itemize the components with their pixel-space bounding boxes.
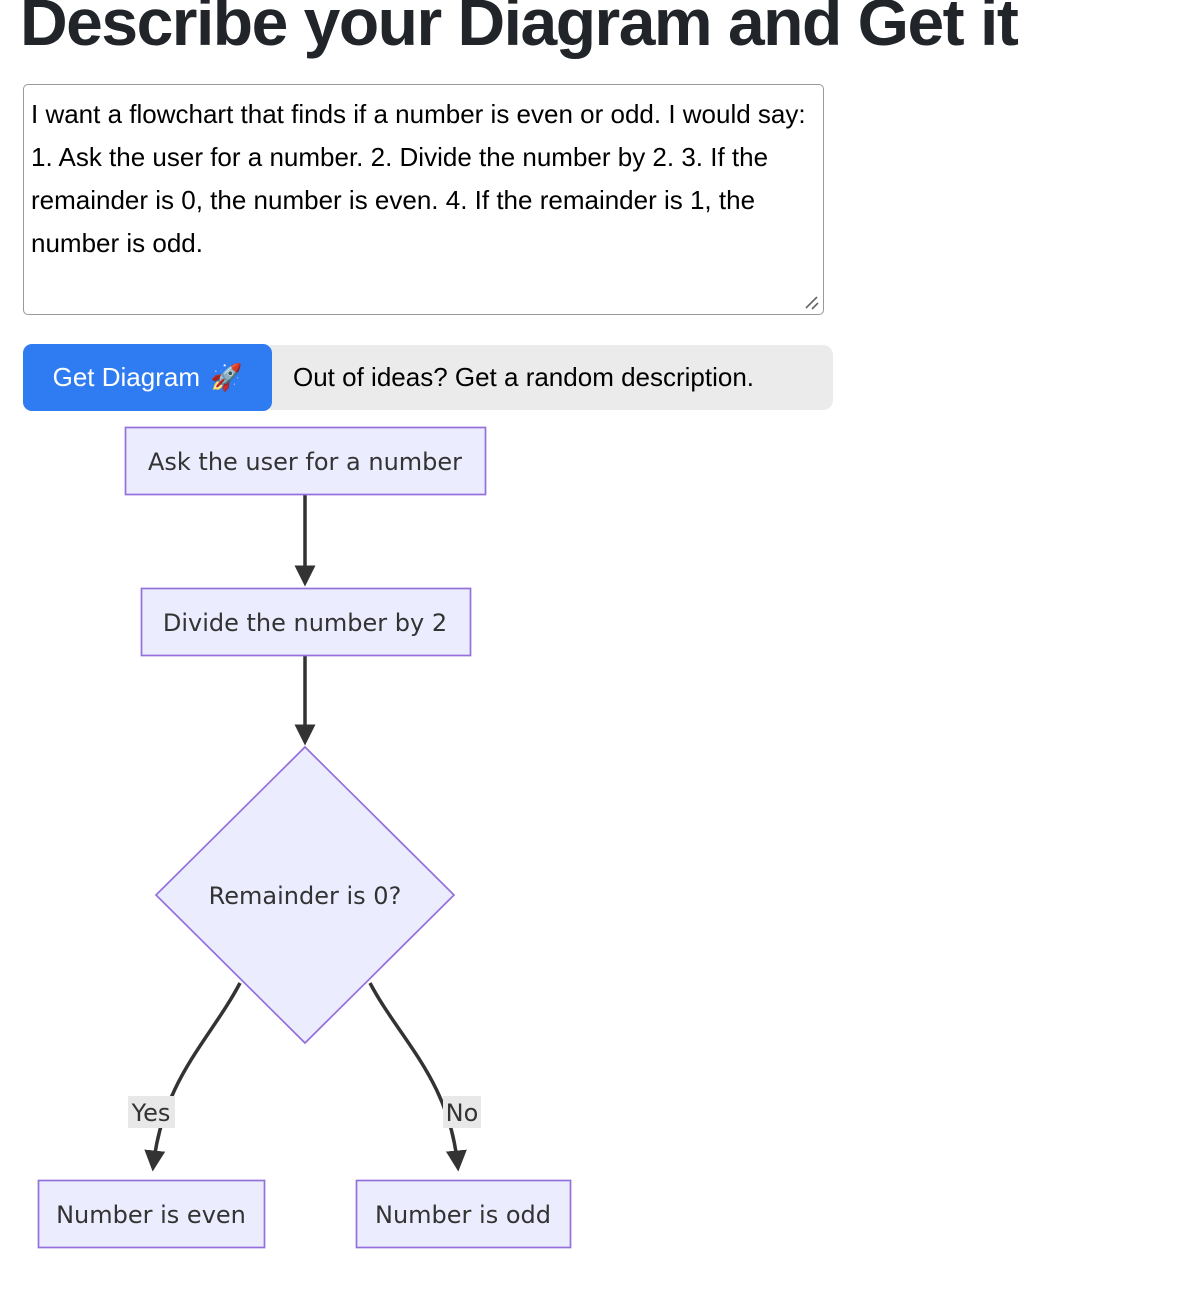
svg-text:No: No xyxy=(446,1099,479,1127)
node-number-even: Number is even xyxy=(37,1179,266,1249)
edge-label-yes: Yes xyxy=(128,1096,175,1128)
node-divide-number: Divide the number by 2 xyxy=(140,587,472,657)
rocket-icon: 🚀 xyxy=(210,362,243,392)
svg-text:Number is even: Number is even xyxy=(56,1201,246,1229)
svg-text:Divide the number by 2: Divide the number by 2 xyxy=(163,609,447,637)
svg-text:Yes: Yes xyxy=(131,1099,171,1127)
textarea-resize-handle-icon[interactable] xyxy=(803,294,821,312)
node-ask-user: Ask the user for a number xyxy=(124,426,487,496)
svg-text:Number is odd: Number is odd xyxy=(375,1201,551,1229)
node-number-odd: Number is odd xyxy=(355,1179,572,1249)
random-description-label: Out of ideas? Get a random description. xyxy=(293,362,755,392)
edge-label-no: No xyxy=(443,1096,481,1128)
random-description-button[interactable]: Out of ideas? Get a random description. xyxy=(270,345,833,410)
page-title: Describe your Diagram and Get it xyxy=(20,0,1019,59)
edge-decision-no xyxy=(368,982,467,1172)
edge-decision-yes xyxy=(144,982,242,1172)
svg-text:Ask the user for a number: Ask the user for a number xyxy=(148,448,462,476)
diagram-description-input[interactable]: I want a flowchart that finds if a numbe… xyxy=(23,84,824,315)
get-diagram-button[interactable]: Get Diagram 🚀 xyxy=(23,344,272,411)
svg-text:Remainder is 0?: Remainder is 0? xyxy=(209,882,402,910)
node-remainder-decision: Remainder is 0? xyxy=(154,745,456,1045)
get-diagram-label: Get Diagram xyxy=(52,362,200,392)
flowchart-diagram: Yes No Ask the user for a number Divide … xyxy=(37,426,572,1249)
